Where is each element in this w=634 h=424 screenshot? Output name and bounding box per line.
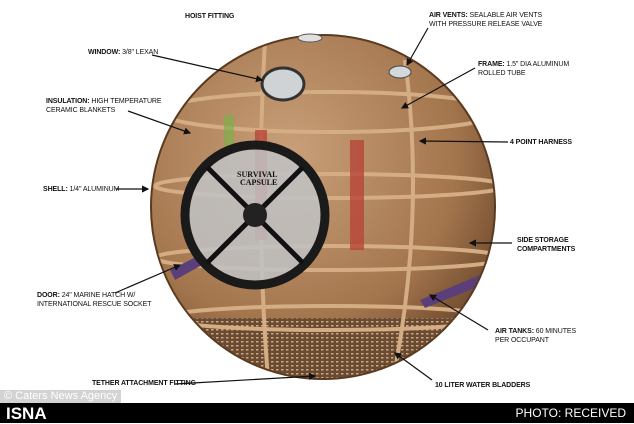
label-frame: FRAME: 1.5" DIA ALUMINUM ROLLED TUBE — [478, 60, 569, 78]
label-title: INSULATION: — [46, 98, 90, 105]
survival-capsule-logo: SURVIVAL — [237, 170, 277, 179]
label-door: DOOR: 24" MARINE HATCH W/INTERNATIONAL R… — [37, 291, 151, 309]
label-title: AIR VENTS: — [429, 12, 468, 19]
label-title: SHELL: — [43, 186, 68, 193]
callout-arrows — [114, 27, 512, 385]
photo-credit: PHOTO: RECEIVED — [515, 406, 626, 420]
label-title: TETHER ATTACHMENT FITTING — [92, 380, 196, 387]
label-detail: WITH PRESSURE RELEASE VALVE — [429, 21, 543, 28]
label-side-storage: SIDE STORAGE COMPARTMENTS — [517, 236, 575, 254]
label-water-bladders: 10 LITER WATER BLADDERS — [435, 381, 530, 390]
label-detail: 1/4" ALUMINUM — [69, 186, 120, 193]
air-vent — [388, 65, 412, 79]
label-title: SIDE STORAGE — [517, 237, 569, 244]
label-detail: INTERNATIONAL RESCUE SOCKET — [37, 301, 152, 308]
label-window: WINDOW: 3/8" LEXAN — [88, 48, 158, 57]
air-tank — [170, 255, 202, 280]
door-hatch — [180, 140, 330, 290]
label-title: HOIST FITTING — [185, 13, 235, 20]
label-detail: PER OCCUPANT — [495, 337, 549, 344]
label-detail: 60 MINUTES — [535, 328, 577, 335]
label-shell: SHELL: 1/4" ALUMINUM — [43, 185, 119, 194]
label-title: COMPARTMENTS — [517, 246, 576, 253]
isna-logo: ISNA — [6, 404, 47, 423]
harness-strap — [350, 140, 364, 250]
label-air-vents: AIR VENTS: SEALABLE AIR VENTS WITH PRESSU… — [429, 11, 542, 29]
label-harness: 4 POINT HARNESS — [510, 138, 572, 147]
window-lexan — [260, 66, 306, 102]
label-detail: CERAMIC BLANKETS — [46, 107, 116, 114]
label-title: 4 POINT HARNESS — [510, 139, 572, 146]
label-air-tanks: AIR TANKS: 60 MINUTES PER OCCUPANT — [495, 327, 576, 345]
label-title: 10 LITER WATER BLADDERS — [435, 382, 531, 389]
footer-bar: ISNA PHOTO: RECEIVED — [0, 403, 634, 423]
label-hoist-fitting: HOIST FITTING — [185, 12, 234, 21]
watermark: © Caters News Agency — [0, 390, 122, 403]
label-tether: TETHER ATTACHMENT FITTING — [92, 379, 196, 388]
label-title: AIR TANKS: — [495, 328, 534, 335]
hoist-fitting — [297, 33, 323, 43]
label-detail: HIGH TEMPERATURE — [91, 98, 162, 105]
label-title: DOOR: — [37, 292, 60, 299]
label-title: WINDOW: — [88, 49, 121, 56]
label-title: FRAME: — [478, 61, 505, 68]
label-detail: 3/8" LEXAN — [122, 49, 159, 56]
label-detail: SEALABLE AIR VENTS — [469, 12, 543, 19]
label-insulation: INSULATION: HIGH TEMPERATURE CERAMIC BLAN… — [46, 97, 162, 115]
label-detail: 24" MARINE HATCH W/ — [61, 292, 136, 299]
insulation-panel — [224, 115, 234, 155]
survival-capsule-logo: CAPSULE — [240, 178, 277, 187]
capsule-sphere: SURVIVAL CAPSULE — [150, 33, 496, 380]
label-detail: ROLLED TUBE — [478, 70, 526, 77]
label-detail: 1.5" DIA ALUMINUM — [506, 61, 570, 68]
